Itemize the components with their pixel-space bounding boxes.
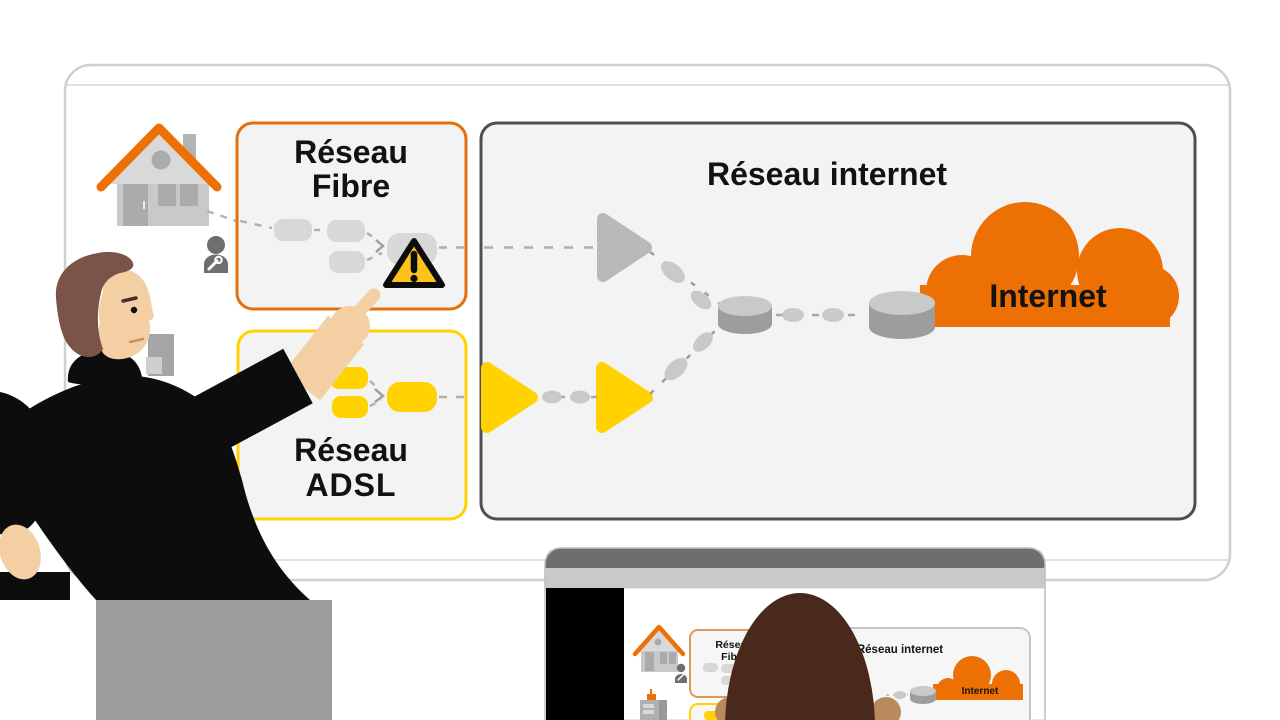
adsl-node	[332, 396, 368, 418]
presenter-mouth	[128, 337, 145, 344]
mini-house-icon	[632, 624, 686, 672]
technician-icon-top	[204, 236, 228, 273]
data-packet	[570, 390, 590, 404]
presenter-pants	[96, 600, 332, 720]
viewer-head-hair	[725, 593, 875, 720]
fibre-flow-arrow-gray	[597, 213, 652, 282]
monitor-outline	[544, 547, 1046, 720]
data-packet	[822, 308, 844, 322]
presenter-face	[98, 269, 154, 360]
mini-cloud-label: Internet	[962, 686, 999, 697]
viewer-right-ear	[871, 697, 901, 720]
cloud-label: Internet	[989, 278, 1107, 314]
adsl-flow-arrow-2	[596, 362, 653, 433]
presenter-pointing-finger	[346, 288, 381, 325]
fibre-node	[327, 220, 365, 242]
presenter-eye	[130, 306, 138, 314]
mini-router-cylinder	[910, 686, 936, 704]
mini-technician-icon	[675, 663, 687, 683]
viewer-head	[715, 593, 901, 720]
data-packet	[693, 332, 713, 352]
arrow-chevron	[374, 388, 385, 403]
adsl-node-large	[387, 382, 437, 412]
mini-internet-cloud-icon	[933, 656, 1023, 700]
presenter-sleeve	[105, 348, 313, 500]
fibre-title-line2: Fibre	[312, 168, 390, 204]
internet-cloud-icon	[920, 202, 1179, 327]
warning-triangle-icon	[383, 238, 445, 288]
house-icon	[96, 123, 222, 226]
adsl-title-line1: Réseau	[294, 432, 408, 468]
data-packet	[542, 390, 562, 404]
internet-box-title: Réseau internet	[707, 156, 947, 192]
fibre-node	[329, 251, 365, 273]
monitor-light-bar	[545, 568, 1045, 588]
adsl-title-line2: ADSL	[305, 467, 396, 503]
data-packet	[661, 261, 685, 283]
fibre-title-line1: Réseau	[294, 134, 408, 170]
data-packet	[782, 308, 804, 322]
data-packet	[664, 357, 688, 381]
presenter-illustration	[0, 252, 381, 720]
mini-cabinet-icon	[640, 689, 667, 720]
mini-internet-title: Réseau internet	[857, 644, 943, 656]
monitor-top-bar	[545, 548, 1045, 568]
data-packet	[690, 290, 712, 310]
arrow-chevron	[375, 239, 385, 253]
house-to-fibre-link	[206, 209, 237, 223]
fibre-node	[274, 219, 312, 241]
screen-black-panel	[546, 588, 624, 720]
internet-network-box: Internet Réseau internet	[479, 121, 1197, 521]
adsl-flow-arrow-1	[481, 362, 538, 433]
presenter-hair	[55, 252, 134, 358]
presenter-left-arm	[0, 392, 49, 536]
presenter-eyebrow	[121, 296, 138, 303]
router-cylinder-1	[718, 296, 772, 334]
presenter-left-hand	[0, 524, 41, 580]
router-cylinder-2	[869, 291, 935, 339]
